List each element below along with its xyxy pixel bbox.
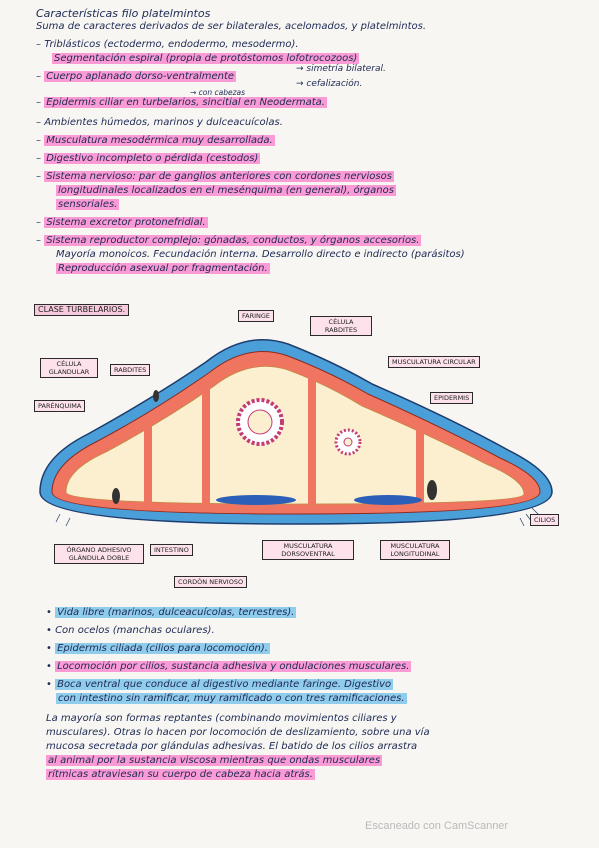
list-item: – Digestivo incompleto o pérdida (cestod… — [36, 153, 261, 164]
paragraph-line: La mayoría son formas reptantes (combina… — [46, 713, 397, 724]
turbellarian-diagram: CLASE TURBELARIOS. — [0, 300, 599, 600]
page-title: Características filo platelmintos — [36, 7, 211, 20]
list-item: – Triblásticos (ectodermo, endodermo, me… — [36, 39, 299, 50]
paragraph-line: rítmicas atraviesan su cuerpo de cabeza … — [46, 769, 315, 780]
list-item: • Epidermis ciliada (cilios para locomoc… — [46, 643, 270, 654]
nerve-cords — [216, 495, 422, 505]
gland-cells — [112, 390, 437, 504]
list-item: longitudinales localizados en el mesénqu… — [56, 185, 396, 196]
dorsoventral-muscles — [144, 372, 424, 504]
label-rabdites: RABDITES — [110, 364, 151, 376]
list-item: • Boca ventral que conduce al digestivo … — [46, 679, 394, 690]
list-item: sensoriales. — [56, 199, 120, 210]
list-item: Mayoría monoicos. Fecundación interna. D… — [56, 249, 465, 260]
label-cordon-nervioso: CORDÓN NERVIOSO — [174, 576, 248, 588]
list-item: • Vida libre (marinos, dulceacuícolas, t… — [46, 607, 297, 618]
list-item: – Cuerpo aplanado dorso-ventralmente — [36, 71, 237, 82]
label-musculatura-circular: MUSCULATURA CIRCULAR — [388, 356, 480, 368]
label-epidermis: EPIDERMIS — [430, 392, 474, 404]
list-item: – Sistema nervioso: par de ganglios ante… — [36, 171, 394, 182]
page-subtitle: Suma de caracteres derivados de ser bila… — [36, 21, 427, 32]
label-musculatura-dorsoventral: MUSCULATURA DORSOVENTRAL — [262, 540, 354, 560]
label-intestino: INTESTINO — [150, 544, 193, 556]
label-celula-rabdites: CÉLULA RABDITES — [310, 316, 372, 336]
label-celula-glandular: CÉLULA GLANDULAR — [40, 358, 98, 378]
paragraph-line: musculares). Otras lo hacen por locomoci… — [46, 727, 430, 738]
label-faringe: FARINGE — [238, 310, 275, 322]
scanner-watermark: Escaneado con CamScanner — [365, 820, 509, 832]
paragraph-line: al animal por la sustancia viscosa mient… — [46, 755, 383, 766]
list-item-arrow-b: → cefalización. — [296, 79, 363, 89]
label-organo-adhesivo: ÓRGANO ADHESIVO GLÁNDULA DOBLE — [54, 544, 144, 564]
label-musculatura-longitudinal: MUSCULATURA LONGITUDINAL — [380, 540, 450, 560]
label-parenquima: PARÉNQUIMA — [34, 400, 86, 412]
list-item: • Con ocelos (manchas oculares). — [46, 625, 215, 636]
list-item: – Epidermis ciliar en turbelarios, sinci… — [36, 97, 327, 108]
diagram-title: CLASE TURBELARIOS. — [34, 304, 130, 316]
list-item: – Ambientes húmedos, marinos y dulceacuí… — [36, 117, 283, 128]
list-item: Segmentación espiral (propia de protósto… — [52, 53, 360, 64]
list-item: Reproducción asexual por fragmentación. — [56, 263, 270, 274]
list-item-note: → con cabezas — [190, 88, 246, 97]
paragraph-line: mucosa secretada por glándulas adhesivas… — [46, 741, 418, 752]
list-item: • Locomoción por cilios, sustancia adhes… — [46, 661, 412, 672]
list-item: con intestino sin ramificar, muy ramific… — [56, 693, 407, 704]
list-item: – Musculatura mesodérmica muy desarrolla… — [36, 135, 275, 146]
label-cilios: CILIOS — [530, 514, 560, 526]
list-item-arrow-a: → simetría bilateral. — [296, 64, 386, 74]
list-item: – Sistema reproductor complejo: gónadas,… — [36, 235, 422, 246]
list-item: – Sistema excretor protonefridial. — [36, 217, 208, 228]
turbellarian-cross-section — [39, 338, 553, 527]
